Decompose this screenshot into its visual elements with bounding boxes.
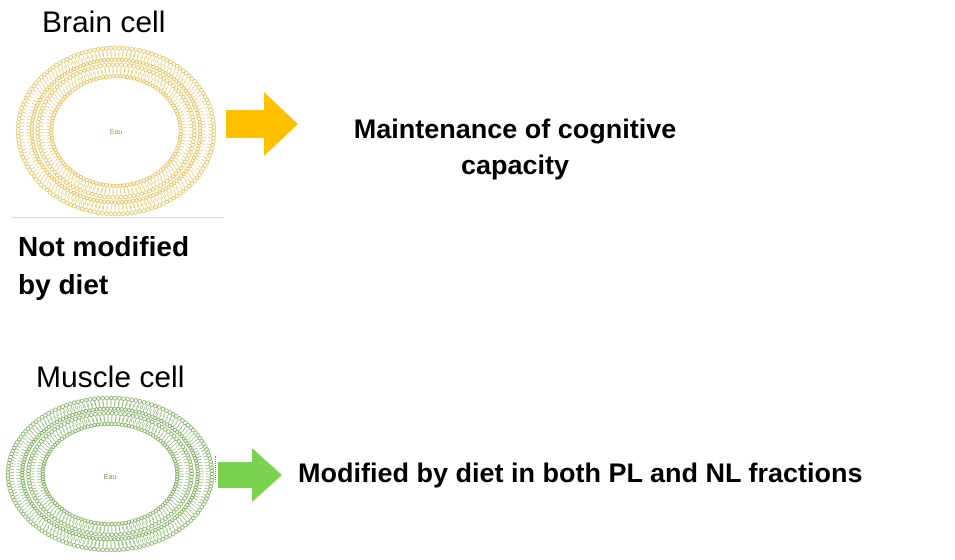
muscle-outcome-text: Modified by diet in both PL and NL fract…	[298, 458, 863, 488]
brain-cell-liposome-image: Eau	[12, 42, 224, 218]
brain-water-label: Eau	[110, 129, 123, 136]
brain-cell-title: Brain cell	[42, 6, 166, 39]
brain-arrow-icon	[226, 92, 300, 161]
muscle-water-label: Eau	[104, 474, 117, 481]
brain-outcome-text: Maintenance of cognitive capacity	[353, 114, 677, 180]
brain-liposome-icon: Eau	[15, 45, 217, 217]
not-modified-note: Not modified by diet	[18, 231, 190, 300]
divider-mark	[215, 456, 218, 482]
muscle-arrow-icon	[218, 448, 284, 507]
muscle-cell-title: Muscle cell	[36, 361, 185, 394]
muscle-liposome-icon: Eau	[5, 395, 215, 553]
muscle-cell-liposome-image: Eau	[4, 395, 216, 553]
